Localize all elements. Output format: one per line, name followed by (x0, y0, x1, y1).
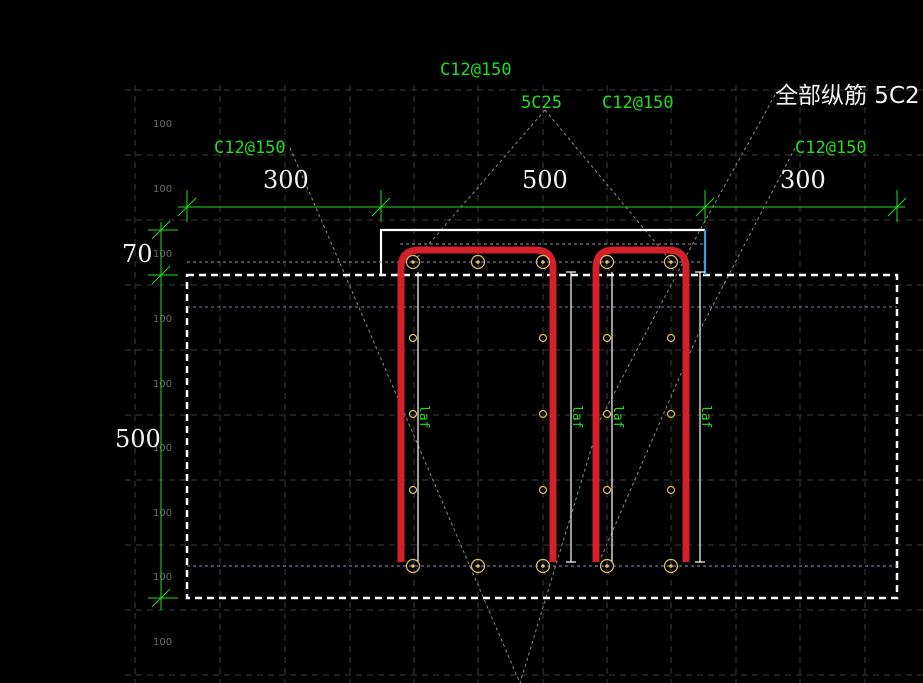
longitudinal-bar (663, 558, 679, 574)
side-bar (538, 485, 548, 495)
longitudinal-bar-center (669, 564, 673, 568)
side-bar (408, 409, 418, 419)
rebar-points (405, 254, 679, 574)
grid-tick-label: 100 (153, 314, 172, 325)
longitudinal-bar (535, 558, 551, 574)
u-rebars (397, 246, 690, 562)
side-bar (408, 333, 418, 343)
side-bar (602, 485, 612, 495)
anchorage-lines (417, 271, 705, 563)
label-bars-top: 5C25 (521, 93, 562, 113)
longitudinal-bar-center (476, 564, 480, 568)
grid-tick-label: 100 (153, 443, 172, 454)
longitudinal-bar-center (411, 564, 415, 568)
side-bar (408, 485, 418, 495)
longitudinal-bar (535, 254, 551, 270)
side-bar (602, 409, 612, 419)
dim-right-width: 300 (780, 166, 826, 194)
longitudinal-bar-center (605, 260, 609, 264)
flange-outline (379, 228, 705, 275)
dimension-lines (148, 190, 907, 610)
web-outline (185, 273, 899, 600)
side-bar (538, 333, 548, 343)
leader-line-top-bars (414, 109, 671, 261)
grid-tick-label: 100 (153, 379, 172, 390)
longitudinal-bar (405, 558, 421, 574)
dim-top-height: 70 (122, 240, 153, 268)
grid-tick-label: 100 (153, 184, 172, 195)
label-stirrup-right: C12@150 (795, 138, 867, 158)
grid-tick-label: 100 (153, 508, 172, 519)
grid-tick-label: 100 (153, 637, 172, 648)
side-bar (602, 333, 612, 343)
longitudinal-bar (599, 558, 615, 574)
grid-tick-label: 100 (153, 249, 172, 260)
laf-label-1: laf (416, 405, 431, 428)
longitudinal-bar-center (411, 260, 415, 264)
laf-label-3: laf (610, 405, 625, 428)
dim-mid-width: 500 (522, 166, 568, 194)
grid-tick-label: 100 (153, 572, 172, 583)
u-rebar-right (592, 246, 690, 562)
label-stirrup-top: C12@150 (440, 60, 512, 80)
background-grid: 100 100 100 100 100 100 100 100 100 (125, 85, 923, 683)
leader-line-left (289, 147, 521, 683)
longitudinal-bar (405, 254, 421, 270)
side-bar (666, 409, 676, 419)
label-all-longitudinal: 全部纵筋 5C2 (775, 83, 920, 109)
grid-tick-label: 100 (153, 119, 172, 130)
longitudinal-bar-center (541, 260, 545, 264)
longitudinal-bar (663, 254, 679, 270)
side-bar (538, 409, 548, 419)
label-stirrup-left: C12@150 (214, 138, 286, 158)
laf-label-2: laf (569, 405, 584, 428)
longitudinal-bar-center (669, 260, 673, 264)
side-bar (666, 485, 676, 495)
longitudinal-bar-center (605, 564, 609, 568)
dim-web-height: 500 (115, 425, 161, 453)
longitudinal-bar-center (541, 564, 545, 568)
label-stirrup-mid: C12@150 (602, 93, 674, 113)
longitudinal-bar (470, 254, 486, 270)
side-bar (666, 333, 676, 343)
u-rebar-left (397, 246, 557, 562)
dim-left-width: 300 (263, 166, 309, 194)
longitudinal-bar-center (476, 260, 480, 264)
leader-line-all-bars (519, 94, 776, 683)
laf-label-4: laf (698, 405, 713, 428)
longitudinal-bar (599, 254, 615, 270)
leader-line-right (599, 147, 796, 561)
longitudinal-bar (470, 558, 486, 574)
